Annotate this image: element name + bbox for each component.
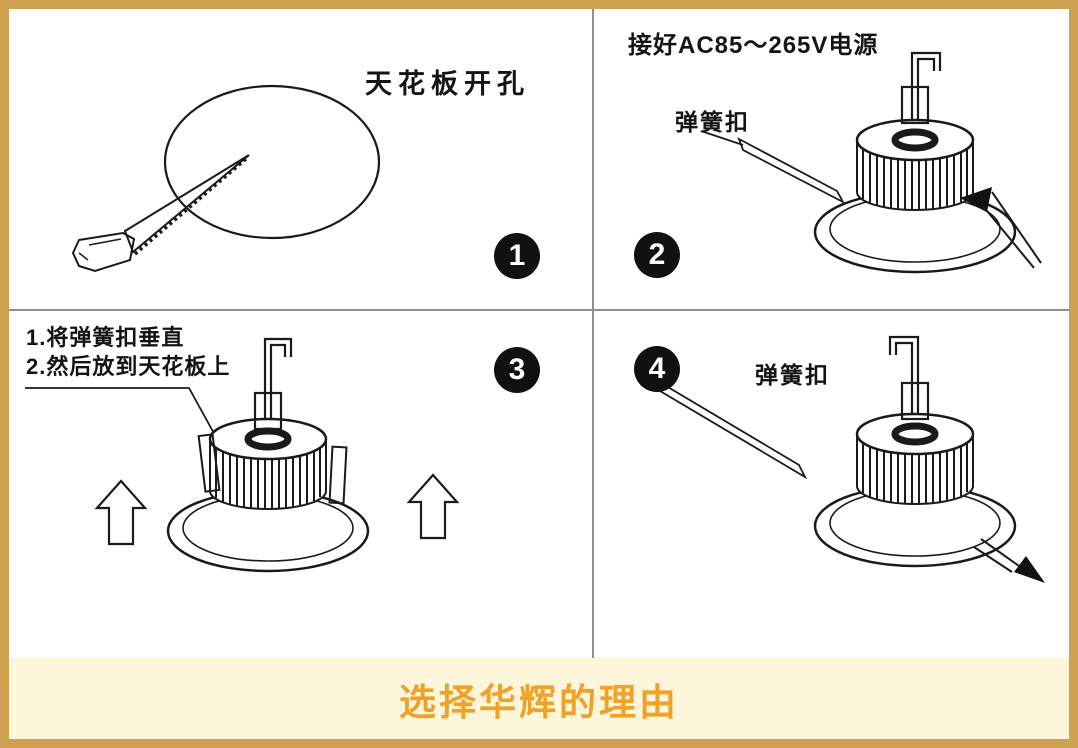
wire-connector bbox=[253, 391, 283, 431]
downlight-fixture bbox=[168, 419, 368, 571]
spring-clip-left bbox=[197, 433, 221, 493]
step4-illustration-installed bbox=[649, 335, 1045, 583]
spring-clip-pointer bbox=[649, 374, 808, 480]
ceiling-hole-circle bbox=[163, 84, 381, 240]
step3-illustration-insert bbox=[25, 337, 460, 658]
step-number-3-badge: 3 bbox=[494, 347, 540, 393]
step2-callout-spring-clip: 弹簧扣 bbox=[675, 109, 750, 135]
caption-leader-line bbox=[25, 387, 217, 438]
handsaw-icon bbox=[71, 154, 250, 273]
step-number-2-badge: 2 bbox=[634, 232, 680, 278]
clip-motion-arrow bbox=[960, 187, 1042, 269]
footer-banner: 选择华辉的理由 bbox=[9, 658, 1069, 739]
spring-clip-right bbox=[328, 445, 348, 505]
power-wire bbox=[910, 51, 942, 140]
downlight-fixture bbox=[815, 414, 1015, 566]
divider-vertical bbox=[592, 9, 594, 658]
installation-diagram: 天花板开孔 接好AC85～265V电源 弹簧扣 1.将弹簧扣垂直 2.然后放到天… bbox=[9, 9, 1069, 658]
clip-motion-arrow bbox=[973, 538, 1045, 583]
step4-callout-spring-clip: 弹簧扣 bbox=[755, 362, 830, 388]
step3-caption: 1.将弹簧扣垂直 2.然后放到天花板上 bbox=[26, 323, 230, 381]
step2-caption-power: 接好AC85～265V电源 bbox=[628, 32, 879, 59]
step-number-4-badge: 4 bbox=[634, 346, 680, 392]
step2-illustration-connect-power bbox=[700, 51, 1042, 310]
divider-horizontal bbox=[9, 309, 1069, 311]
wire-connector bbox=[900, 381, 930, 421]
up-arrow-left bbox=[94, 479, 148, 546]
power-wire bbox=[888, 335, 920, 434]
up-arrow-right bbox=[406, 473, 460, 540]
step1-caption: 天花板开孔 bbox=[365, 69, 530, 99]
spring-clip-pointer bbox=[700, 130, 846, 205]
footer-heading: 选择华辉的理由 bbox=[399, 681, 679, 723]
step-number-1-badge: 1 bbox=[494, 233, 540, 279]
wire-connector bbox=[900, 85, 930, 125]
step1-illustration-cut-hole bbox=[71, 84, 381, 273]
step3-caption-line1: 1.将弹簧扣垂直 bbox=[26, 325, 185, 350]
step3-caption-line2: 2.然后放到天花板上 bbox=[26, 354, 231, 379]
